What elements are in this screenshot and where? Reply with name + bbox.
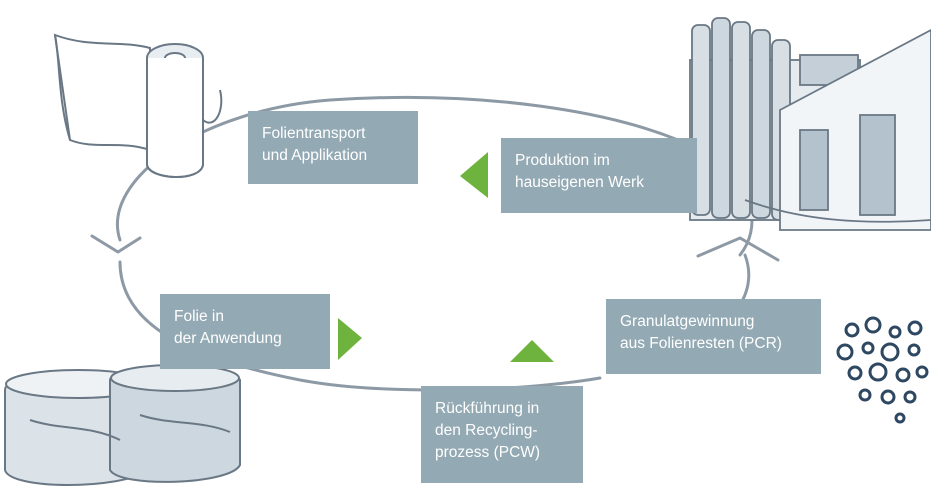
granules-icon [836,316,929,424]
step-text-line: und Applikation [262,147,368,164]
step-text-line: Folientransport [262,125,366,142]
step-box-return: Rückführung in den Recycling- prozess (P… [421,386,583,483]
wrapped-bales-icon [4,364,241,486]
step-box-granulate: Granulatgewinnung aus Folienresten (PCR) [606,299,821,374]
green-arrow-left-icon [460,152,488,198]
factory-icon [689,17,931,231]
step-text-line: Folie in [174,308,224,325]
sketch-arrow-up-icon [696,236,780,262]
film-roll-icon [53,33,223,178]
step-text-line: aus Folienresten (PCR) [620,335,782,352]
step-text-line: prozess (PCW) [435,444,541,461]
green-arrow-up-icon [510,340,554,362]
step-text-line: der Anwendung [174,330,282,347]
step-text-line: hauseigenen Werk [515,174,644,191]
sketch-arrow-down-icon [90,234,142,254]
step-text-line: den Recycling- [435,422,538,439]
step-text-line: Rückführung in [435,400,540,417]
step-box-usage: Folie in der Anwendung [160,294,330,369]
green-arrow-right-icon [338,318,362,360]
step-text-line: Produktion im [515,152,610,169]
step-box-production: Produktion im hauseigenen Werk [501,138,697,213]
step-text-line: Granulatgewinnung [620,313,755,330]
step-box-transport: Folientransport und Applikation [248,111,418,184]
